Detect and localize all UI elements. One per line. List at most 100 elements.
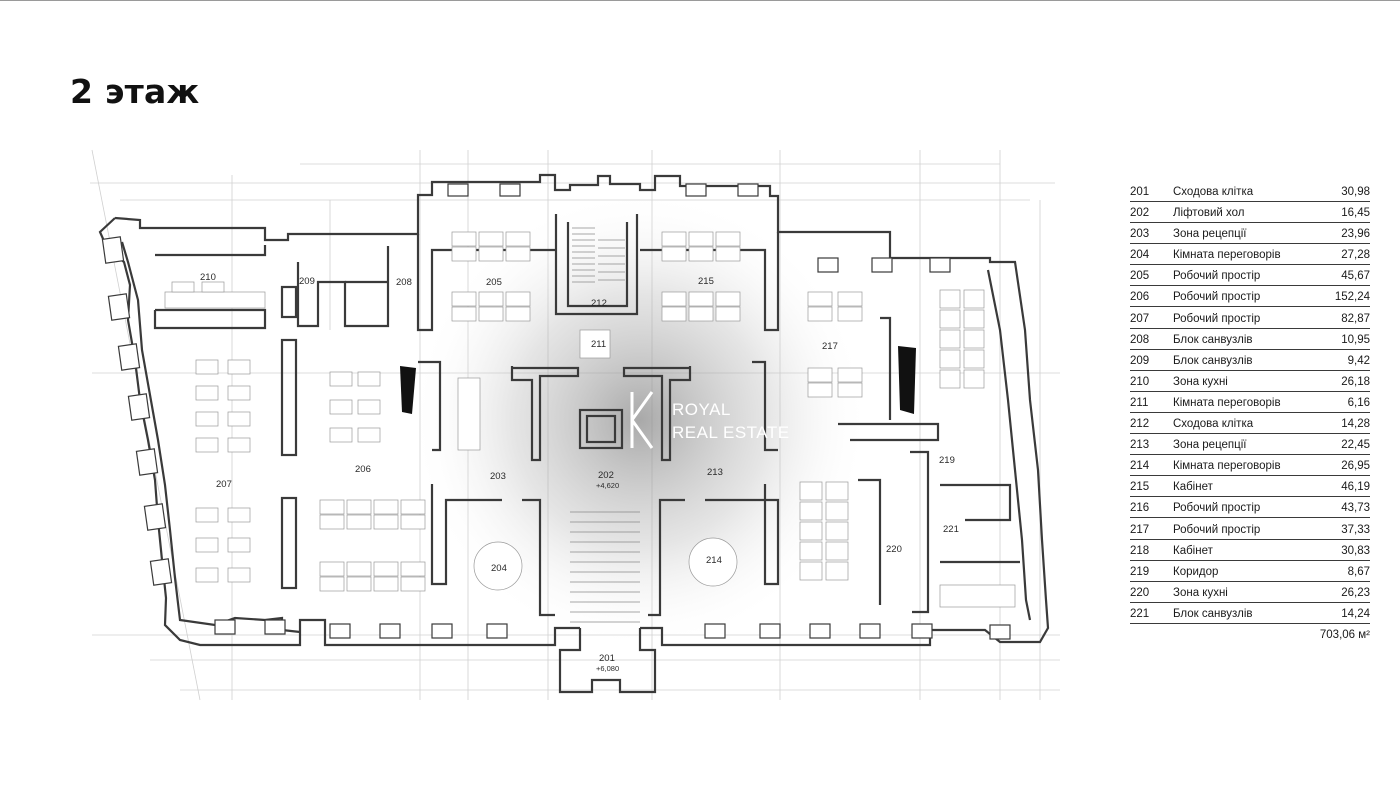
room-label-203: 203: [490, 471, 506, 482]
meeting-table: [579, 329, 611, 359]
furniture: [164, 231, 1016, 608]
desk: [195, 359, 219, 375]
desk: [837, 291, 863, 307]
desk: [963, 309, 985, 329]
stairs: [570, 227, 640, 623]
legend-room-name: Робочий простір: [1173, 523, 1261, 536]
desk: [939, 349, 961, 369]
desk: [195, 507, 219, 523]
legend-room-number: 206: [1130, 291, 1150, 304]
desk: [478, 231, 504, 247]
legend-room-area: 9,42: [1347, 354, 1370, 367]
desk: [661, 231, 687, 247]
desk: [715, 246, 741, 262]
legend-room-number: 214: [1130, 460, 1150, 473]
desk: [319, 561, 345, 577]
desk: [661, 291, 687, 307]
desk: [825, 501, 849, 521]
room-label-211: 211: [591, 339, 606, 350]
desk: [373, 514, 399, 530]
desk: [837, 367, 863, 383]
desk: [688, 246, 714, 262]
desk: [807, 382, 833, 398]
legend-room-number: 209: [1130, 354, 1150, 367]
desk: [505, 306, 531, 322]
legend-room-area: 22,45: [1341, 439, 1370, 452]
desk: [799, 481, 823, 501]
legend-room-name: Зона кухні: [1173, 586, 1228, 599]
legend-room-number: 216: [1130, 502, 1150, 515]
room-label-207: 207: [216, 479, 232, 490]
desk: [505, 231, 531, 247]
room-label-204: 204: [491, 563, 507, 574]
desk: [357, 371, 381, 387]
desk: [195, 385, 219, 401]
room-label-214: 214: [706, 555, 722, 566]
desk: [939, 329, 961, 349]
kitchen-counter: [939, 584, 1016, 608]
desk: [400, 576, 426, 592]
round-table: [688, 537, 738, 587]
legend-room-number: 221: [1130, 607, 1150, 620]
desk: [357, 399, 381, 415]
desk: [715, 291, 741, 307]
desk: [825, 481, 849, 501]
desk: [227, 437, 251, 453]
desk: [195, 567, 219, 583]
legend-room-name: Робочий простір: [1173, 291, 1261, 304]
desk: [451, 306, 477, 322]
legend-room-name: Зона рецепції: [1173, 228, 1247, 241]
desk: [227, 359, 251, 375]
legend-room-name: Кімната переговорів: [1173, 249, 1281, 262]
legend-room-name: Блок санвузлів: [1173, 333, 1253, 346]
watermark-line2: REAL ESTATE: [672, 423, 790, 442]
legend-room-name: Кімната переговорів: [1173, 396, 1281, 409]
desk: [715, 306, 741, 322]
desk: [195, 411, 219, 427]
desk: [478, 306, 504, 322]
desk: [939, 309, 961, 329]
legend-room-number: 213: [1130, 439, 1150, 452]
legend-room-area: 10,95: [1341, 333, 1370, 346]
legend-room-area: 26,23: [1341, 586, 1370, 599]
desk: [799, 521, 823, 541]
desk: [505, 291, 531, 307]
building-walls: [98, 173, 1050, 694]
room-label-219: 219: [939, 455, 955, 466]
legend-room-name: Кімната переговорів: [1173, 460, 1281, 473]
desk: [227, 537, 251, 553]
room-label-205: 205: [486, 277, 502, 288]
desk: [963, 329, 985, 349]
desk: [825, 541, 849, 561]
legend-room-area: 16,45: [1341, 207, 1370, 220]
room-labels: 210 209 208 205 212 215 211 217 206 207 …: [200, 272, 959, 673]
desk: [799, 501, 823, 521]
desk: [837, 306, 863, 322]
legend-room-number: 218: [1130, 544, 1150, 557]
legend-room-name: Робочий простір: [1173, 270, 1261, 283]
legend-room-name: Сходова клітка: [1173, 418, 1254, 431]
room-label-210: 210: [200, 272, 216, 283]
legend-room-area: 45,67: [1341, 270, 1370, 283]
total-area: 703,06 м²: [1319, 628, 1370, 641]
desk: [171, 281, 195, 293]
desk: [346, 499, 372, 515]
desk: [373, 561, 399, 577]
desk: [227, 385, 251, 401]
legend-room-name: Коридор: [1173, 565, 1219, 578]
desk: [825, 561, 849, 581]
desk: [478, 246, 504, 262]
legend-room-area: 30,98: [1341, 186, 1370, 198]
